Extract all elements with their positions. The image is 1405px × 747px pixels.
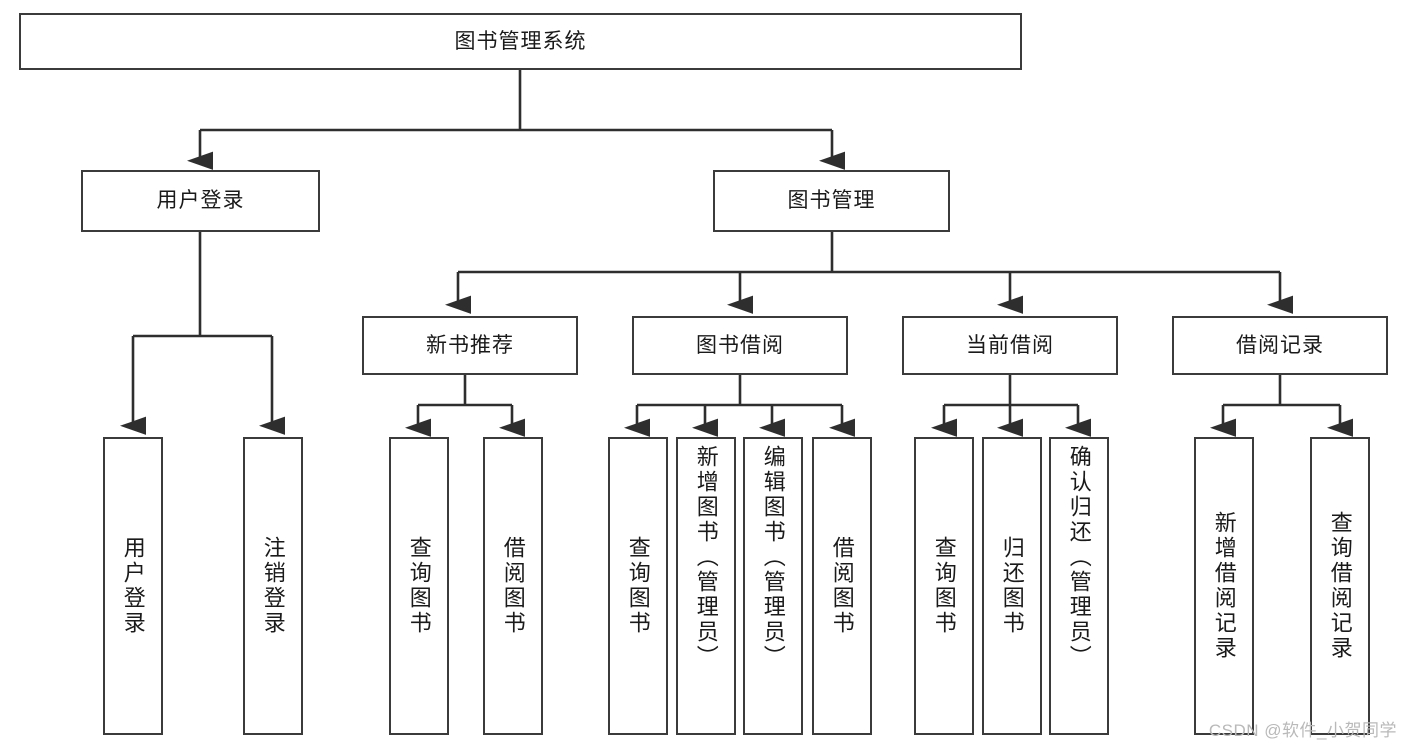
node-current-borrow[interactable]: 当前借阅 xyxy=(902,316,1118,375)
leaf-current-confirm-return-label: 确认归还（管理员） xyxy=(1066,445,1092,670)
leaf-borrow-add-book[interactable]: 新增图书（管理员） xyxy=(676,437,736,735)
leaf-user-login-login-label: 用户登录 xyxy=(120,536,146,636)
node-borrow-record[interactable]: 借阅记录 xyxy=(1172,316,1388,375)
leaf-current-confirm-return[interactable]: 确认归还（管理员） xyxy=(1049,437,1109,735)
node-root-label: 图书管理系统 xyxy=(454,29,587,53)
leaf-recommend-query-book[interactable]: 查询图书 xyxy=(389,437,449,735)
node-book-management-label: 图书管理 xyxy=(787,189,876,213)
leaf-borrow-borrow-book[interactable]: 借阅图书 xyxy=(812,437,872,735)
leaf-record-add-record-label: 新增借阅记录 xyxy=(1211,511,1237,661)
leaf-user-login-logout-label: 注销登录 xyxy=(260,536,286,636)
leaf-user-login-login[interactable]: 用户登录 xyxy=(103,437,163,735)
node-book-management[interactable]: 图书管理 xyxy=(713,170,950,232)
node-book-borrow-label: 图书借阅 xyxy=(696,333,784,357)
node-user-login[interactable]: 用户登录 xyxy=(81,170,320,232)
leaf-current-return-book-label: 归还图书 xyxy=(999,536,1025,636)
leaf-record-query-record-label: 查询借阅记录 xyxy=(1327,511,1353,661)
node-borrow-record-label: 借阅记录 xyxy=(1236,333,1324,357)
node-new-book-recommend[interactable]: 新书推荐 xyxy=(362,316,578,375)
node-current-borrow-label: 当前借阅 xyxy=(966,333,1054,357)
leaf-borrow-query-book[interactable]: 查询图书 xyxy=(608,437,668,735)
leaf-current-query-book[interactable]: 查询图书 xyxy=(914,437,974,735)
leaf-recommend-borrow-book-label: 借阅图书 xyxy=(500,536,526,636)
watermark-text: CSDN @软件_小贺同学 xyxy=(1208,721,1397,740)
node-book-borrow[interactable]: 图书借阅 xyxy=(632,316,848,375)
node-root[interactable]: 图书管理系统 xyxy=(19,13,1022,70)
leaf-current-query-book-label: 查询图书 xyxy=(931,536,957,636)
leaf-borrow-edit-book[interactable]: 编辑图书（管理员） xyxy=(743,437,803,735)
node-new-book-recommend-label: 新书推荐 xyxy=(426,333,514,357)
leaf-borrow-edit-book-label: 编辑图书（管理员） xyxy=(760,445,786,670)
leaf-record-add-record[interactable]: 新增借阅记录 xyxy=(1194,437,1254,735)
leaf-borrow-query-book-label: 查询图书 xyxy=(625,536,651,636)
leaf-recommend-borrow-book[interactable]: 借阅图书 xyxy=(483,437,543,735)
leaf-borrow-borrow-book-label: 借阅图书 xyxy=(829,536,855,636)
leaf-current-return-book[interactable]: 归还图书 xyxy=(982,437,1042,735)
leaf-borrow-add-book-label: 新增图书（管理员） xyxy=(693,445,719,670)
node-user-login-label: 用户登录 xyxy=(156,189,245,213)
leaf-user-login-logout[interactable]: 注销登录 xyxy=(243,437,303,735)
leaf-record-query-record[interactable]: 查询借阅记录 xyxy=(1310,437,1370,735)
leaf-recommend-query-book-label: 查询图书 xyxy=(406,536,432,636)
